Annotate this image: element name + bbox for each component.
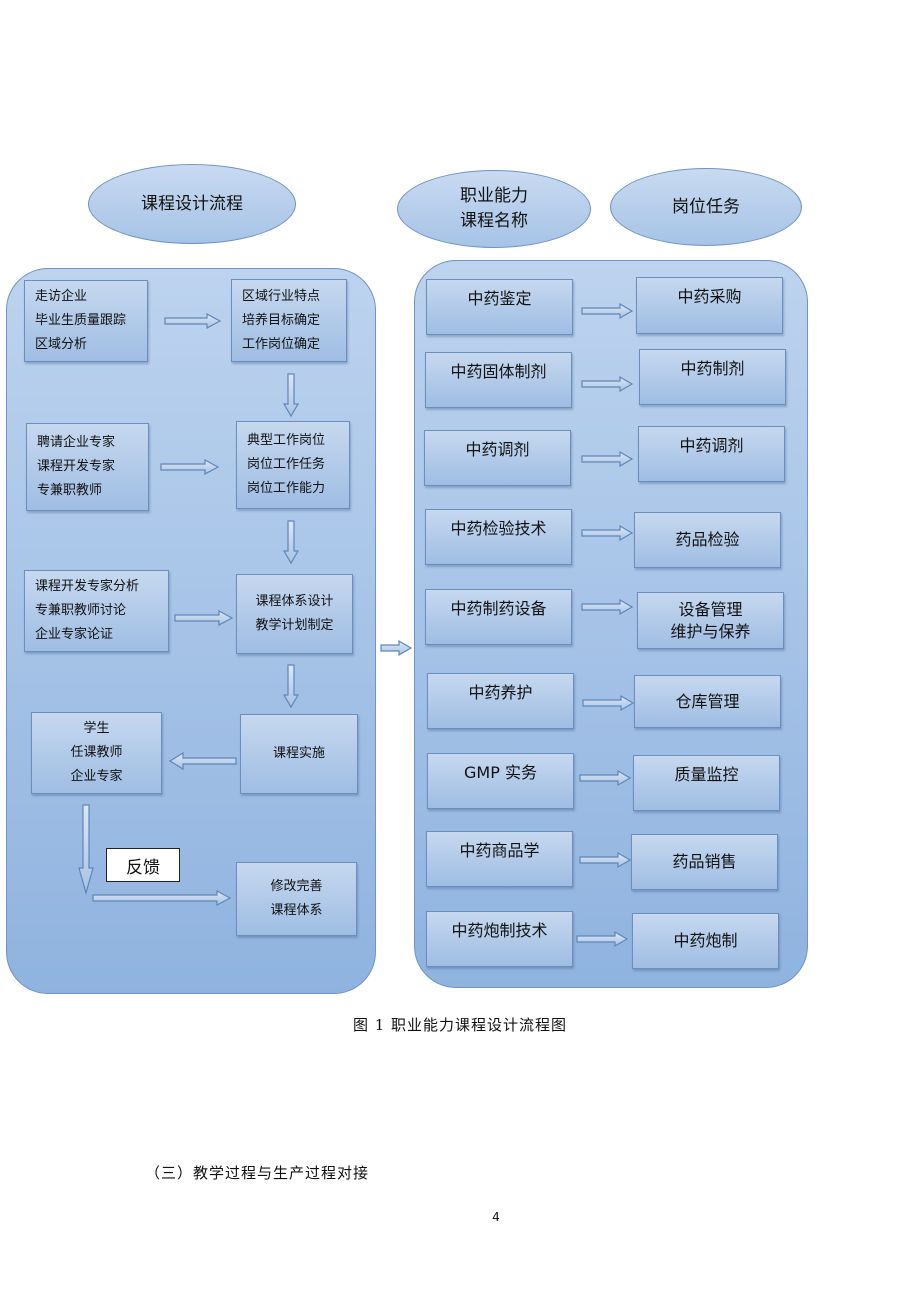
course-box: 中药鉴定: [426, 279, 573, 335]
arrow-down: [282, 520, 300, 565]
arrow-right: [581, 598, 634, 616]
task-box: 中药采购: [636, 277, 783, 334]
feedback-label: 反馈: [106, 848, 180, 882]
course-box: 中药调剂: [424, 430, 571, 486]
arrow-right: [581, 302, 634, 320]
course-box: 中药炮制技术: [426, 911, 573, 967]
arrow-down: [282, 373, 300, 418]
arrow-right: [582, 694, 635, 712]
box-expert-analysis: 课程开发专家分析专兼职教师讨论企业专家论证: [24, 570, 169, 652]
arrow-right: [174, 609, 234, 627]
course-box: 中药检验技术: [425, 509, 572, 565]
arrow-right: [380, 639, 413, 657]
box-region-features: 区域行业特点培养目标确定工作岗位确定: [231, 279, 347, 362]
page-number: 4: [492, 1210, 500, 1224]
arrow-down: [78, 804, 94, 896]
box-curriculum-system: 课程体系设计教学计划制定: [236, 574, 353, 654]
box-visit-enterprise: 走访企业毕业生质量跟踪区域分析: [24, 280, 148, 362]
arrow-right: [579, 851, 632, 869]
arrow-left: [168, 751, 237, 771]
task-box: 药品检验: [634, 512, 781, 568]
task-box: 质量监控: [633, 755, 780, 811]
header-job-task: 岗位任务: [610, 168, 802, 246]
arrow-right: [576, 930, 629, 948]
task-box: 设备管理维护与保养: [637, 592, 784, 649]
arrow-right: [581, 375, 634, 393]
arrow-right: [581, 450, 634, 468]
task-box: 药品销售: [631, 834, 778, 890]
course-box: 中药养护: [427, 673, 574, 729]
task-box: 中药炮制: [632, 913, 779, 969]
course-box: 中药固体制剂: [425, 352, 572, 408]
arrow-right: [579, 769, 632, 787]
box-stakeholders: 学生任课教师企业专家: [31, 712, 162, 794]
task-box: 中药调剂: [638, 426, 785, 482]
figure-caption: 图 1 职业能力课程设计流程图: [352, 1016, 568, 1034]
header-design-flow: 课程设计流程: [88, 164, 296, 244]
section-heading: （三）教学过程与生产过程对接: [145, 1164, 370, 1182]
arrow-right: [581, 524, 634, 542]
box-hire-experts: 聘请企业专家课程开发专家专兼职教师: [26, 423, 149, 511]
task-box: 中药制剂: [639, 349, 786, 405]
box-revise-system: 修改完善课程体系: [236, 862, 357, 936]
arrow-right: [164, 312, 222, 330]
task-box: 仓库管理: [634, 675, 781, 728]
arrow-right: [160, 458, 220, 476]
course-box: 中药制药设备: [425, 589, 572, 645]
arrow-right: [92, 889, 232, 907]
arrow-down: [282, 664, 300, 709]
box-course-implementation: 课程实施: [240, 714, 358, 794]
course-box: 中药商品学: [426, 831, 573, 887]
course-box: GMP 实务: [427, 753, 574, 809]
header-course-name: 职业能力 课程名称: [397, 170, 591, 248]
box-typical-jobs: 典型工作岗位岗位工作任务岗位工作能力: [236, 421, 350, 509]
